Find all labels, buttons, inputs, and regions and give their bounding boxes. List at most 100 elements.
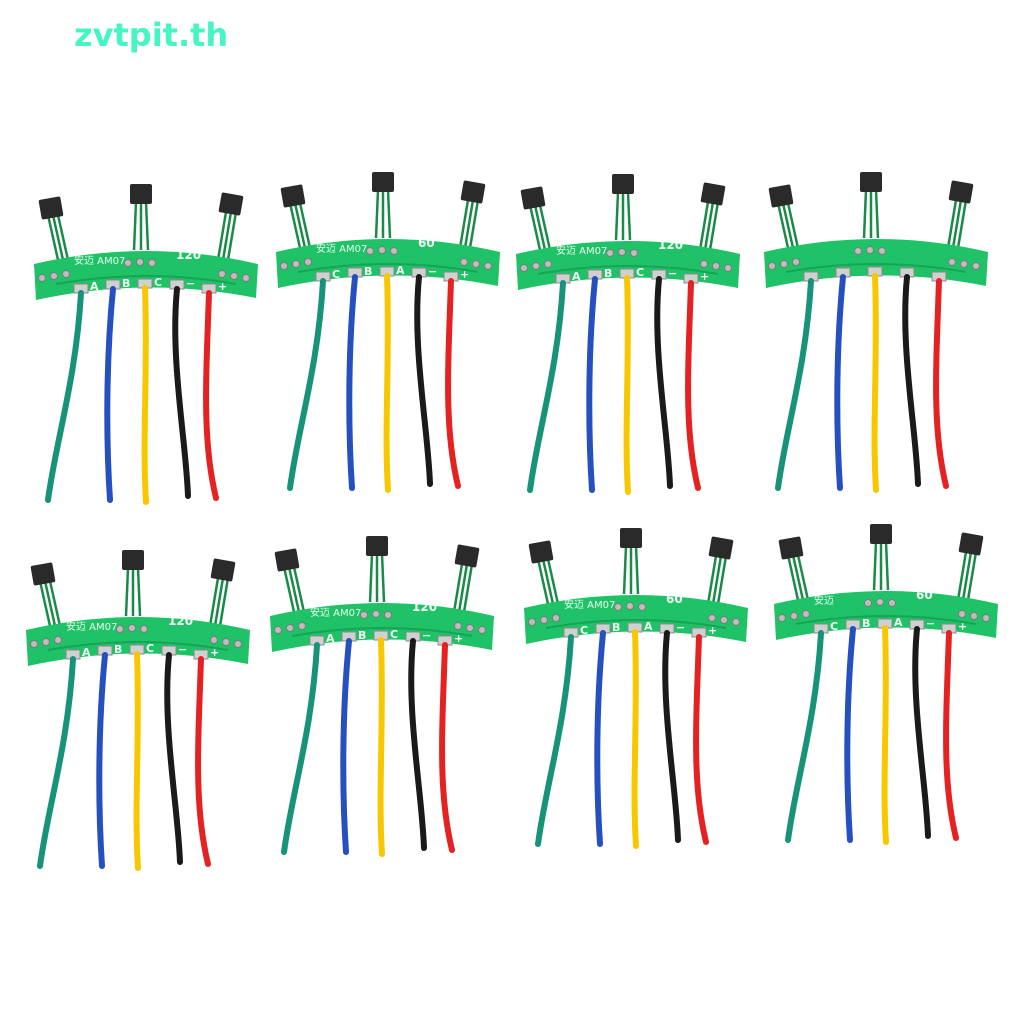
pin-label: − — [186, 277, 196, 290]
board-angle-label: 60° — [916, 588, 939, 602]
hall-sensor-board-graphic — [524, 528, 748, 849]
pin-label: B — [114, 643, 123, 656]
hall-sensor-left — [274, 548, 300, 572]
hall-sensor-center — [860, 172, 882, 192]
sensor-legs — [528, 191, 720, 251]
board-brand-label: 安迈 AM07 — [316, 244, 368, 255]
board-angle-label: 120° — [412, 600, 444, 614]
wire-blue — [834, 274, 846, 491]
hall-sensor-center — [366, 536, 388, 556]
wire-green — [281, 642, 320, 855]
wire-green — [527, 280, 566, 493]
wire-black — [654, 276, 673, 489]
pin-label: A — [644, 620, 653, 633]
wire-red — [943, 630, 959, 841]
hall-sensor-right — [958, 532, 984, 556]
hall-sensor-left — [778, 536, 804, 560]
wire-green — [287, 278, 326, 491]
pin-label: C — [332, 268, 341, 281]
wire-yellow — [631, 629, 639, 849]
pin-label: + — [700, 270, 710, 283]
sensor-legs — [776, 189, 968, 249]
hall-sensor-center — [612, 174, 634, 194]
pin-label: C — [154, 276, 163, 289]
board-angle-label: 60° — [418, 236, 441, 250]
hall-sensor-left — [520, 186, 546, 210]
pin-label: C — [830, 620, 839, 633]
pin-label: C — [146, 642, 155, 655]
pin-label: C — [390, 628, 399, 641]
hall-sensor-left — [768, 184, 794, 208]
board-angle-label: 120° — [658, 238, 690, 252]
pin-label: B — [358, 629, 367, 642]
hall-sensor-board: 安迈 AM07 120° A B C − + — [508, 170, 748, 550]
wire-red — [195, 656, 211, 867]
sensor-legs — [536, 545, 728, 605]
pin-label: + — [210, 646, 220, 659]
pin-label: A — [894, 616, 903, 629]
hall-sensor-right — [210, 558, 236, 582]
pin-label: A — [90, 280, 99, 293]
watermark-text: zvtpit.th — [74, 16, 229, 54]
pin-label: A — [82, 646, 91, 659]
pin-label: C — [580, 624, 589, 637]
pin-label: A — [396, 264, 405, 277]
board-brand-label: 安迈 AM07 — [74, 256, 126, 267]
wire-red — [933, 278, 949, 489]
hall-sensor-center — [620, 528, 642, 548]
board-angle-label: 120° — [176, 248, 208, 262]
board-brand-label: 安迈 — [814, 596, 834, 607]
board-angle-label: 60° — [666, 592, 689, 606]
hall-sensor-board-graphic — [764, 172, 988, 493]
hall-sensor-board-graphic — [774, 524, 998, 845]
wire-yellow — [871, 273, 879, 493]
hall-sensor-board — [756, 168, 996, 548]
hall-sensor-center — [130, 184, 152, 204]
pin-label: − — [668, 267, 678, 280]
hall-sensor-right — [708, 536, 734, 560]
pin-label: C — [636, 266, 645, 279]
hall-sensor-board: 安迈 AM07 120° A B C − + — [262, 532, 502, 912]
wire-red — [445, 278, 461, 489]
board-brand-label: 安迈 AM07 — [564, 600, 616, 611]
hall-sensor-center — [870, 524, 892, 544]
pin-label: B — [364, 265, 373, 278]
pin-label: B — [122, 277, 131, 290]
hall-sensor-board-graphic — [276, 172, 500, 493]
wire-green — [785, 630, 824, 843]
pin-label: + — [218, 280, 228, 293]
board-brand-label: 安迈 AM07 — [66, 622, 118, 633]
wire-yellow — [133, 651, 141, 871]
hall-sensor-board-graphic — [34, 184, 258, 505]
wire-black — [414, 274, 433, 487]
sensor-legs — [282, 553, 474, 613]
wire-black — [164, 652, 183, 865]
hall-sensor-right — [218, 192, 244, 216]
sensor-legs — [46, 201, 238, 261]
wire-yellow — [377, 637, 385, 857]
hall-sensor-left — [280, 184, 306, 208]
hall-sensor-left — [30, 562, 56, 586]
wire-yellow — [881, 625, 889, 845]
wire-green — [45, 290, 84, 503]
wire-black — [408, 638, 427, 851]
hall-sensor-board: 安迈 60° C B A − + — [766, 520, 1006, 900]
hall-sensor-board-graphic — [26, 550, 250, 871]
pin-label: − — [428, 265, 438, 278]
hall-sensor-board-graphic — [516, 174, 740, 495]
wire-green — [775, 278, 814, 491]
wire-black — [662, 630, 681, 843]
wire-red — [693, 634, 709, 845]
pin-label: A — [326, 632, 335, 645]
wire-blue — [340, 638, 352, 855]
hall-sensor-board: 安迈 AM07 60° C B A − + — [516, 524, 756, 904]
wire-yellow — [383, 273, 391, 493]
pin-label: + — [454, 632, 464, 645]
hall-sensor-left — [38, 196, 64, 220]
pin-label: + — [460, 268, 470, 281]
wire-blue — [586, 276, 598, 493]
hall-sensor-center — [372, 172, 394, 192]
sensor-legs — [786, 541, 978, 601]
wire-blue — [594, 630, 606, 847]
wire-blue — [104, 286, 116, 503]
